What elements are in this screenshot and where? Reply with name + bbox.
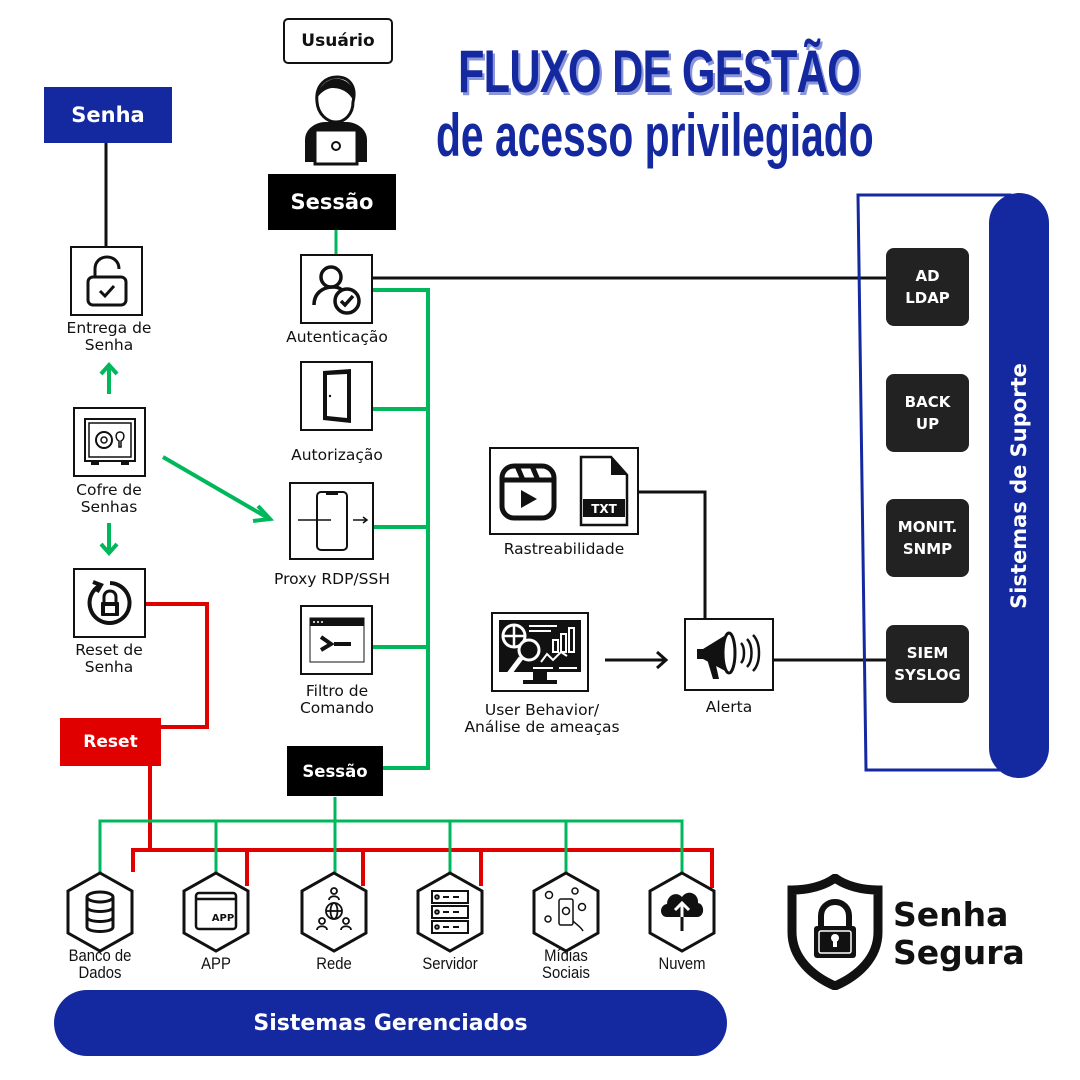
session-bottom-label: Sessão	[302, 761, 368, 781]
logo-text: Senha Segura	[893, 896, 1025, 972]
filtro-comando-label: Filtro de Comando	[299, 682, 375, 717]
reset-tag: Reset	[60, 718, 161, 766]
senha-header-label: Senha	[71, 103, 145, 127]
managed-label-nuvem: Nuvem	[658, 955, 706, 973]
arrow-behavior-alert	[605, 650, 669, 670]
line-trace-alert	[638, 490, 707, 618]
support-title: Sistemas de Suporte	[1007, 362, 1031, 609]
user-laptop-icon	[305, 75, 367, 166]
senha-header: Senha	[44, 87, 172, 143]
reset-senha-label: Reset de Senha	[75, 641, 143, 676]
main-title: FLUXO DE GESTÃO	[458, 38, 861, 105]
lock-reset-icon	[87, 580, 131, 625]
proxy-box[interactable]	[289, 482, 374, 560]
managed-label-rede: Rede	[316, 955, 352, 973]
support-item-monit-snmp[interactable]: MONIT.SNMP	[886, 499, 969, 577]
main-subtitle: de acesso privilegiado	[436, 102, 874, 169]
arrow-cofre-proxy	[161, 455, 275, 523]
reset-senha-box[interactable]	[73, 568, 146, 638]
managed-label-servidor: Servidor	[422, 955, 478, 973]
door-icon	[322, 369, 351, 423]
unlock-check-icon	[86, 255, 127, 307]
rastreabilidade-label: Rastreabilidade	[503, 540, 625, 558]
filtro-comando-box[interactable]	[300, 605, 373, 675]
rastreabilidade-box[interactable]: TXT	[489, 447, 639, 535]
app-badge: APP	[212, 913, 234, 924]
user-behavior-label: User Behavior/ Análise de ameaças	[464, 701, 620, 736]
database-icon[interactable]	[65, 871, 135, 953]
analytics-monitor-icon	[499, 620, 581, 684]
user-behavior-box[interactable]	[491, 612, 589, 692]
arrow-cofre-up	[99, 361, 119, 394]
red-reset-line	[131, 602, 714, 888]
alerta-label: Alerta	[705, 698, 753, 716]
alerta-box[interactable]	[684, 618, 774, 691]
shield-lock-icon	[787, 874, 883, 990]
social-media-icon[interactable]	[531, 871, 601, 953]
managed-label-midias: Mídias Sociais	[542, 947, 590, 982]
logo-line2: Segura	[893, 933, 1025, 972]
reset-tag-label: Reset	[83, 732, 138, 752]
proxy-device-icon	[297, 491, 368, 551]
managed-systems-banner: Sistemas Gerenciados	[54, 990, 727, 1056]
txt-file-icon: TXT	[579, 455, 629, 527]
app-window-icon[interactable]: APP	[181, 871, 251, 953]
autenticacao-label: Autenticação	[286, 328, 388, 346]
terminal-icon	[309, 617, 364, 663]
user-label: Usuário	[301, 31, 375, 51]
logo-line1: Senha	[893, 895, 1009, 934]
autorizacao-label: Autorização	[291, 446, 383, 464]
network-globe-icon[interactable]	[299, 871, 369, 953]
session-top-tag: Sessão	[268, 174, 396, 230]
cloud-upload-icon[interactable]	[647, 871, 717, 953]
cofre-senhas-label: Cofre de Senhas	[76, 481, 142, 516]
autenticacao-box[interactable]	[300, 254, 373, 324]
server-rack-icon[interactable]	[415, 871, 485, 953]
green-systems-line	[98, 797, 684, 876]
entrega-senha-label: Entrega de Senha	[66, 319, 152, 354]
video-clip-icon	[499, 463, 557, 521]
managed-label-app: APP	[201, 955, 231, 973]
session-top-label: Sessão	[290, 190, 374, 214]
autorizacao-box[interactable]	[300, 361, 373, 431]
session-bottom-tag: Sessão	[287, 746, 383, 796]
safe-icon	[83, 418, 136, 465]
proxy-label: Proxy RDP/SSH	[274, 570, 390, 588]
support-title-bar: Sistemas de Suporte	[989, 193, 1049, 778]
txt-badge: TXT	[591, 502, 617, 516]
user-check-icon	[311, 265, 361, 315]
managed-systems-title: Sistemas Gerenciados	[253, 1010, 528, 1036]
megaphone-icon	[697, 631, 761, 679]
user-tag: Usuário	[283, 18, 393, 64]
cofre-senhas-box[interactable]	[73, 407, 146, 477]
arrow-cofre-down	[99, 523, 119, 557]
entrega-senha-box[interactable]	[70, 246, 143, 316]
managed-label-banco: Banco de Dados	[68, 947, 132, 982]
green-bus	[372, 288, 430, 770]
